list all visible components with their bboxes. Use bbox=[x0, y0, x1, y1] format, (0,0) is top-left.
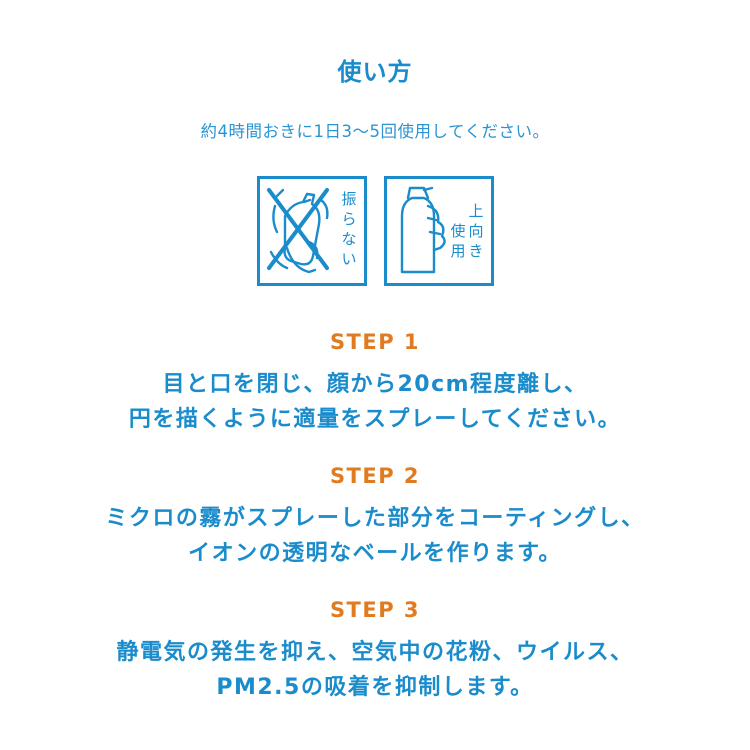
step-3-heading: STEP 3 bbox=[329, 598, 421, 622]
step-1-line-2: 円を描くように適量をスプレーしてください。 bbox=[128, 407, 622, 432]
icon-label-char: 使 bbox=[450, 222, 465, 240]
icon-label-char: 振 bbox=[341, 190, 356, 208]
step-2-heading: STEP 2 bbox=[329, 464, 421, 488]
step-1-line-1: 目と口を閉じ、顔から20cm程度離し、 bbox=[162, 372, 588, 397]
usage-frequency-text: 約4時間おきに1日3〜5回使用してください。 bbox=[200, 122, 550, 141]
icon-label-char: な bbox=[341, 230, 356, 248]
step-2-line-1: ミクロの霧がスプレーした部分をコーティングし、 bbox=[105, 506, 645, 531]
page-title: 使い方 bbox=[337, 58, 413, 86]
icon-label-char: い bbox=[341, 250, 356, 268]
step-3-line-1: 静電気の発生を抑え、空気中の花粉、ウイルス、 bbox=[116, 640, 634, 665]
step-1-heading: STEP 1 bbox=[329, 330, 421, 354]
step-3-line-2: PM2.5の吸着を抑制します。 bbox=[216, 675, 534, 700]
use-upright-icon: 上 向 き 使 用 bbox=[384, 176, 494, 286]
step-2-line-2: イオンの透明なベールを作ります。 bbox=[188, 541, 562, 566]
icon-label-char: 上 bbox=[468, 202, 483, 220]
icon-label-char: 用 bbox=[450, 242, 465, 260]
do-not-shake-icon: 振 ら な い bbox=[257, 176, 367, 286]
icon-label-char: ら bbox=[341, 210, 356, 228]
icon-label-char: き bbox=[468, 242, 483, 260]
icon-label-char: 向 bbox=[468, 222, 483, 240]
